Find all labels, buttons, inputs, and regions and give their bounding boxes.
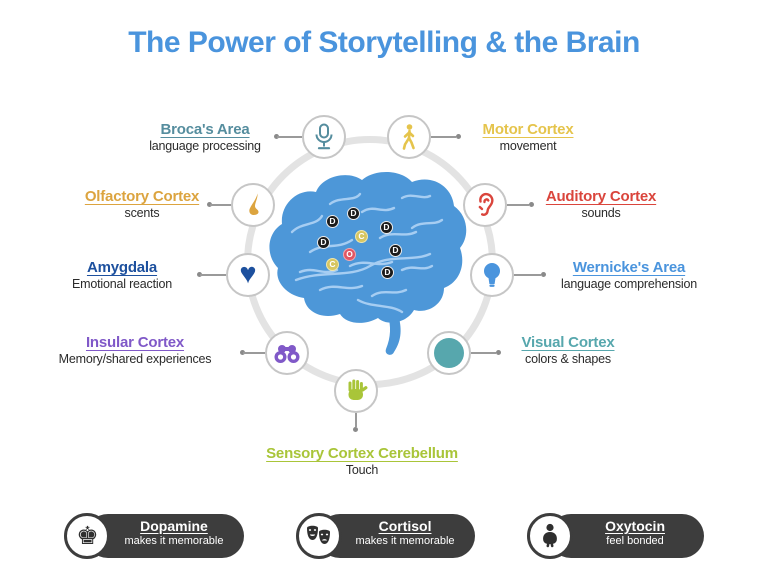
region-description: sounds	[581, 206, 621, 220]
microphone-icon	[315, 123, 333, 150]
node-sensory-cortex	[334, 369, 378, 413]
region-description: scents	[124, 206, 160, 220]
region-description: Memory/shared experiences	[58, 352, 212, 366]
label-brocas-area: Broca's Area language processing	[149, 121, 261, 153]
node-auditory-cortex	[463, 183, 507, 227]
node-insular-cortex	[265, 331, 309, 375]
walking-person-icon	[402, 124, 415, 150]
brain-marker-d: D	[381, 266, 394, 279]
brain-gyri	[290, 192, 444, 314]
label-insular-cortex: Insular Cortex Memory/shared experiences	[59, 334, 212, 366]
badge-body: Dopamine makes it memorable	[86, 514, 244, 558]
lightbulb-icon	[484, 263, 500, 287]
label-visual-cortex: Visual Cortex colors & shapes	[522, 334, 615, 366]
label-olfactory-cortex: Olfactory Cortex scents	[84, 188, 200, 220]
filled-circle-icon	[434, 338, 464, 368]
badge-title: Dopamine	[140, 518, 208, 534]
region-description: Emotional reaction	[72, 277, 172, 291]
connector-line	[471, 352, 496, 354]
theater-masks-icon	[306, 525, 330, 544]
label-wernickes-area: Wernicke's Area language comprehension	[561, 259, 697, 291]
brain-marker-d: D	[380, 221, 393, 234]
region-name: Wernicke's Area	[572, 259, 686, 276]
brain-illustration	[269, 171, 467, 355]
connector-line	[514, 274, 541, 276]
connector-dot	[496, 350, 501, 355]
brain-stem	[385, 314, 401, 355]
connector-line	[200, 274, 226, 276]
region-description: colors & shapes	[525, 352, 611, 366]
badge-icon-circle	[526, 513, 573, 559]
node-visual-cortex	[427, 331, 471, 375]
label-auditory-cortex: Auditory Cortex sounds	[545, 188, 657, 220]
region-name: Sensory Cortex Cerebellum	[266, 445, 458, 462]
neurochemical-badges: ♚ Dopamine makes it memorable	[0, 513, 768, 559]
badge-body: Oxytocin feel bonded	[548, 514, 704, 558]
region-description: language processing	[149, 139, 261, 153]
region-description: movement	[499, 139, 557, 153]
connector-dot	[274, 134, 279, 139]
badge-icon-circle	[295, 513, 342, 559]
region-description: Touch	[345, 463, 379, 477]
connector-line	[277, 136, 302, 138]
badge-subtitle: makes it memorable	[355, 535, 455, 547]
badge-icon-circle: ♚	[64, 513, 111, 559]
connector-dot	[353, 427, 358, 432]
brain-marker-c: C	[355, 230, 368, 243]
badge-oxytocin: Oxytocin feel bonded	[526, 513, 704, 559]
label-sensory-cortex-cerebellum: Sensory Cortex Cerebellum Touch	[266, 445, 458, 477]
label-amygdala: Amygdala Emotional reaction	[72, 259, 172, 291]
badge-title: Cortisol	[378, 518, 432, 534]
hand-icon	[348, 379, 368, 400]
badge-subtitle: feel bonded	[606, 535, 664, 547]
region-name: Amygdala	[86, 259, 158, 276]
chess-king-icon: ♚	[76, 521, 99, 550]
badge-body: Cortisol makes it memorable	[317, 514, 475, 558]
connector-line	[243, 352, 265, 354]
region-name: Auditory Cortex	[545, 188, 657, 205]
brain-marker-c: C	[326, 258, 339, 271]
badge-title: Oxytocin	[605, 518, 665, 534]
heart-icon: ♥	[239, 257, 257, 290]
ear-icon	[478, 192, 494, 216]
region-name: Visual Cortex	[521, 334, 615, 351]
nose-icon	[249, 193, 259, 215]
binoculars-icon	[274, 345, 300, 363]
region-name: Motor Cortex	[482, 121, 574, 138]
connector-dot	[541, 272, 546, 277]
connector-dot	[207, 202, 212, 207]
node-olfactory-cortex	[231, 183, 275, 227]
region-name: Insular Cortex	[85, 334, 185, 351]
region-description: language comprehension	[561, 277, 697, 291]
connector-line	[355, 413, 357, 427]
region-name: Olfactory Cortex	[84, 188, 200, 205]
badge-cortisol: Cortisol makes it memorable	[295, 513, 475, 559]
node-motor-cortex	[387, 115, 431, 159]
connector-line	[507, 204, 529, 206]
brain-outline	[269, 171, 467, 323]
node-brocas-area	[302, 115, 346, 159]
baby-icon	[542, 523, 557, 548]
node-wernickes-area	[470, 253, 514, 297]
badge-subtitle: makes it memorable	[124, 535, 224, 547]
brain-marker-d: D	[326, 215, 339, 228]
connector-dot	[240, 350, 245, 355]
region-name: Broca's Area	[160, 121, 250, 138]
connector-line	[431, 136, 456, 138]
page-title: The Power of Storytelling & the Brain	[128, 26, 640, 59]
label-motor-cortex: Motor Cortex movement	[483, 121, 574, 153]
brain-marker-d: D	[317, 236, 330, 249]
badge-dopamine: ♚ Dopamine makes it memorable	[64, 513, 244, 559]
brain-marker-d: D	[389, 244, 402, 257]
brain-marker-o: O	[343, 248, 356, 261]
connector-dot	[529, 202, 534, 207]
connector-line	[210, 204, 231, 206]
connector-dot	[456, 134, 461, 139]
connector-dot	[197, 272, 202, 277]
brain-marker-d: D	[347, 207, 360, 220]
node-amygdala: ♥	[226, 253, 270, 297]
